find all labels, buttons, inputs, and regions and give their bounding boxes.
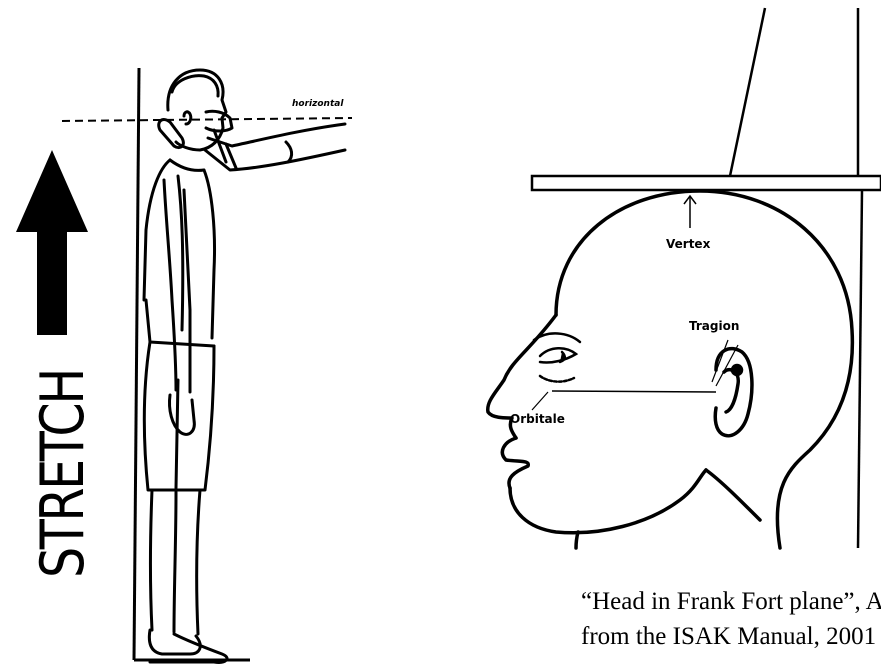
orbitale-pointer-line <box>532 392 548 410</box>
caption-line-2: from the ISAK Manual, 2001 <box>581 619 881 654</box>
tragion-pointer-line <box>712 340 728 382</box>
caption-line-1: “Head in Frank Fort plane”, Ada <box>581 584 881 619</box>
vertex-arrow-icon <box>684 196 696 228</box>
ear <box>715 349 752 436</box>
tragion-label: Tragion <box>689 319 739 333</box>
stadiometer-headboard <box>532 8 881 548</box>
orbitale-label: Orbitale <box>510 412 565 426</box>
stretch-label: STRETCH <box>28 370 98 578</box>
frankfort-line <box>552 391 716 392</box>
vertex-label: Vertex <box>666 237 711 251</box>
eye <box>534 333 580 381</box>
figure-caption: “Head in Frank Fort plane”, Ada from the… <box>581 584 881 654</box>
